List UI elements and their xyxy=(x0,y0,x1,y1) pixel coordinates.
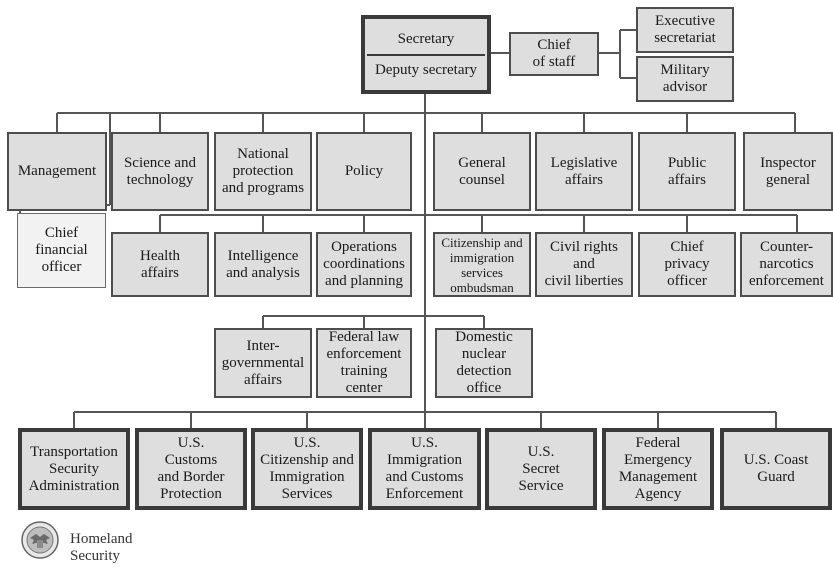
federal-law-enforcement-box: Federal law enforcement training center xyxy=(316,328,412,398)
secretary-label: Secretary xyxy=(397,30,455,47)
science-technology-box: Science and technology xyxy=(111,132,209,211)
homeland-security-seal-icon xyxy=(21,521,59,559)
intelligence-analysis-box: Intelligence and analysis xyxy=(214,232,312,297)
national-protection-box: National protection and programs xyxy=(214,132,312,211)
ice-box: U.S. Immigration and Customs Enforcement xyxy=(368,428,481,510)
military-advisor-box: Military advisor xyxy=(636,56,734,102)
secretary-divider xyxy=(367,53,485,56)
operations-coordination-box: Operations coordinations and planning xyxy=(316,232,412,297)
cbp-box: U.S. Customs and Border Protection xyxy=(135,428,247,510)
domestic-nuclear-box: Domestic nuclear detection office xyxy=(435,328,533,398)
public-affairs-box: Public affairs xyxy=(638,132,736,211)
coast-guard-box: U.S. Coast Guard xyxy=(720,428,832,510)
legislative-affairs-box: Legislative affairs xyxy=(535,132,633,211)
uscis-box: U.S. Citizenship and Immigration Service… xyxy=(251,428,363,510)
deputy-secretary-label: Deputy secretary xyxy=(374,61,478,78)
chief-financial-officer-box: Chief financial officer xyxy=(17,213,106,288)
tsa-box: Transportation Security Administration xyxy=(18,428,130,510)
chief-of-staff-box: Chief of staff xyxy=(509,32,599,76)
homeland-security-label: Homeland Security xyxy=(70,531,132,565)
chief-privacy-officer-box: Chief privacy officer xyxy=(638,232,736,297)
secretary-box: Secretary Deputy secretary xyxy=(361,15,491,94)
logo-line-1: Homeland xyxy=(70,531,133,547)
executive-secretariat-box: Executive secretariat xyxy=(636,7,734,53)
citizenship-ombudsman-box: Citizenship and immigration services omb… xyxy=(433,232,531,297)
general-counsel-box: General counsel xyxy=(433,132,531,211)
civil-rights-box: Civil rights and civil liberties xyxy=(535,232,633,297)
policy-box: Policy xyxy=(316,132,412,211)
counter-narcotics-box: Counter- narcotics enforcement xyxy=(740,232,833,297)
management-box: Management xyxy=(7,132,107,211)
inspector-general-box: Inspector general xyxy=(743,132,833,211)
secret-service-box: U.S. Secret Service xyxy=(485,428,597,510)
fema-box: Federal Emergency Management Agency xyxy=(602,428,714,510)
logo-line-2: Security xyxy=(70,548,120,564)
intergovernmental-affairs-box: Inter- governmental affairs xyxy=(214,328,312,398)
health-affairs-box: Health affairs xyxy=(111,232,209,297)
